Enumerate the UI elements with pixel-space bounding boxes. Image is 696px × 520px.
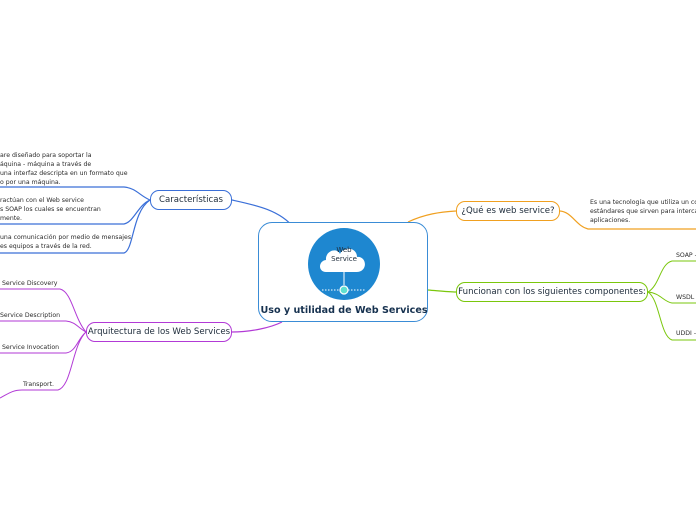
- branch-fun-1: [647, 260, 696, 293]
- branch-car-3: [0, 199, 151, 254]
- connector-que-es: [407, 210, 457, 223]
- central-topic[interactable]: Web Service Uso y utilidad de Web Servic…: [258, 222, 428, 322]
- branch-fun-3: [647, 291, 696, 341]
- topic-caracteristicas[interactable]: Características: [150, 190, 232, 210]
- branch-arq-4: [0, 331, 87, 399]
- topic-funcionan[interactable]: Funcionan con los siguientes componentes…: [456, 282, 648, 302]
- branch-car-1: [0, 186, 151, 201]
- arquitectura-item-service-invocation[interactable]: Service Invocation: [2, 344, 60, 351]
- note-caracteristicas-1[interactable]: are diseñado para soportar la áquina - m…: [0, 151, 128, 187]
- topic-arquitectura[interactable]: Arquitectura de los Web Services: [86, 322, 232, 342]
- note-line: una comunicación por medio de mensajes: [0, 234, 132, 241]
- topic-que-es[interactable]: ¿Qué es web service?: [456, 201, 560, 221]
- branch-que-es: [559, 210, 696, 230]
- arquitectura-item-service-discovery[interactable]: Service Discovery: [2, 280, 58, 287]
- note-line: are diseñado para soportar la: [0, 152, 92, 159]
- funcionan-item-uddi[interactable]: UDDI -: [676, 330, 696, 337]
- topic-arquitectura-label: Arquitectura de los Web Services: [87, 327, 231, 337]
- note-line: Es una tecnología que utiliza un conju: [590, 199, 696, 206]
- topic-funcionan-label: Funcionan con los siguientes componentes…: [458, 287, 646, 297]
- topic-que-es-label: ¿Qué es web service?: [461, 206, 555, 216]
- arquitectura-item-transport[interactable]: Transport.: [23, 381, 54, 388]
- note-line: o por una máquina.: [0, 179, 61, 186]
- note-caracteristicas-3[interactable]: una comunicación por medio de mensajes e…: [0, 233, 131, 251]
- note-line: es equipos a través de la red.: [0, 243, 92, 250]
- funcionan-item-wsdl[interactable]: WSDL -: [676, 294, 696, 301]
- branch-car-2: [0, 199, 151, 225]
- cloud-network-icon: [308, 228, 380, 300]
- note-line: aplicaciones.: [590, 217, 631, 224]
- branch-fun-2: [647, 291, 696, 304]
- connector-funcionan: [427, 289, 457, 293]
- arquitectura-item-service-description[interactable]: Service Description: [0, 312, 61, 319]
- central-topic-title: Uso y utilidad de Web Services: [260, 305, 428, 316]
- note-line: estándares que sirven para intercamb: [590, 208, 696, 215]
- branch-arq-1: [0, 288, 87, 333]
- funcionan-item-soap[interactable]: SOAP -: [676, 252, 696, 259]
- icon-label-web: Web: [336, 246, 352, 254]
- note-que-es[interactable]: Es una tecnología que utiliza un conju e…: [590, 198, 696, 225]
- connector-arquitectura: [231, 321, 283, 333]
- note-line: mente.: [0, 215, 22, 222]
- icon-label-service: Service: [331, 255, 357, 263]
- note-line: ractúan con el Web service: [0, 197, 84, 204]
- note-line: una interfaz descripta en un formato que: [0, 170, 128, 177]
- note-line: áquina - máquina a través de: [0, 161, 92, 168]
- topic-caracteristicas-label: Características: [158, 195, 224, 205]
- note-line: s SOAP los cuales se encuentran: [0, 206, 101, 213]
- branch-arq-2: [0, 320, 87, 333]
- note-caracteristicas-2[interactable]: ractúan con el Web service s SOAP los cu…: [0, 196, 101, 223]
